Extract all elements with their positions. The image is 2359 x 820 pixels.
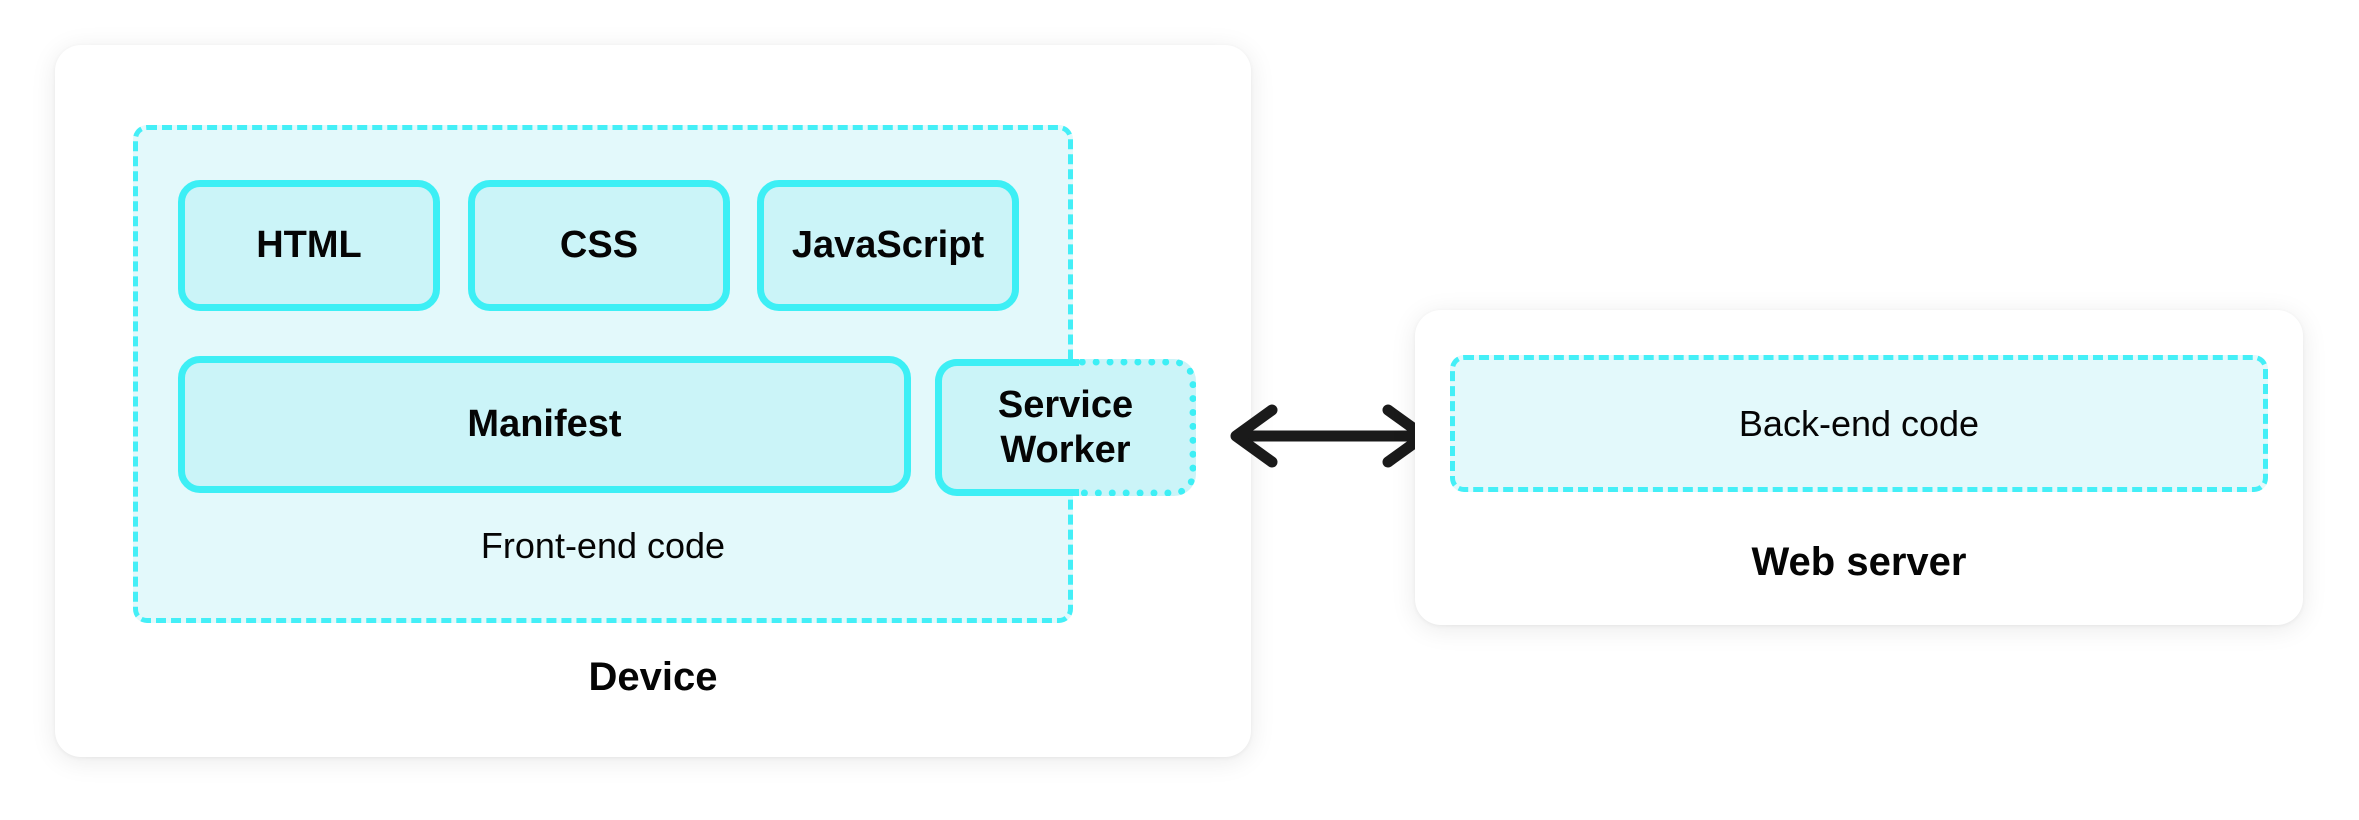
service-worker-label-line1: Service [997,383,1134,426]
service-worker-label-line2: Worker [1000,428,1131,471]
css-box[interactable]: CSS [468,180,730,311]
web-server-label: Web server [1751,540,1967,584]
manifest-box[interactable]: Manifest [178,356,911,493]
html-box-label: HTML [256,224,362,267]
back-end-code-group: Back-end code [1450,355,2268,492]
back-end-code-label: Back-end code [1738,402,1980,444]
double-headed-arrow-icon [1230,404,1430,468]
device-label: Device [588,655,718,699]
javascript-box[interactable]: JavaScript [757,180,1019,311]
service-worker-box-label: Service Worker [998,383,1133,473]
javascript-box-label: JavaScript [791,224,985,267]
html-box[interactable]: HTML [178,180,440,311]
service-worker-box[interactable]: Service Worker [935,359,1196,496]
front-end-code-label: Front-end code [480,525,726,566]
css-box-label: CSS [559,224,639,267]
manifest-box-label: Manifest [467,403,622,446]
